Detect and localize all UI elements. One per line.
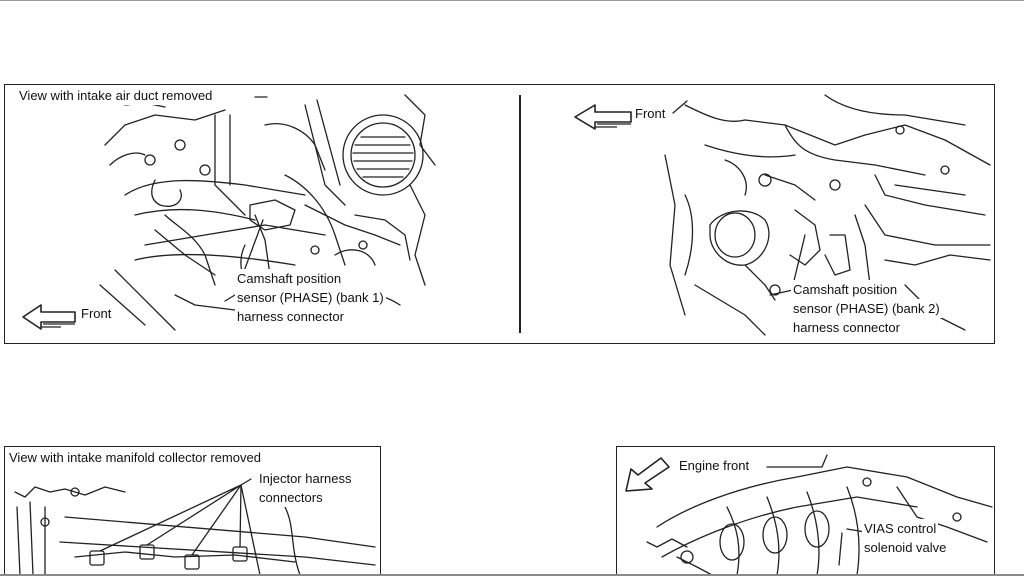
view-divider (519, 95, 521, 333)
vias-line-art (646, 454, 993, 576)
vias-callout-line-2: solenoid valve (862, 538, 949, 557)
bottom-left-diagram-panel: View with intake manifold collector remo… (4, 446, 381, 576)
injector-line-art (14, 478, 376, 576)
right-front-label: Front (633, 104, 668, 123)
right-callout-line-3: harness connector (791, 318, 902, 337)
left-view-caption: View with intake air duct removed (17, 86, 215, 105)
right-callout-line-1: Camshaft position (791, 280, 900, 299)
left-callout-line-2: sensor (PHASE) (bank 1) (235, 288, 386, 307)
bottom-rule (0, 574, 1024, 576)
injector-callout-line-1: Injector harness (257, 469, 354, 488)
engine-front-label: Engine front (677, 456, 752, 475)
left-callout-line-3: harness connector (235, 307, 346, 326)
left-front-label: Front (81, 306, 112, 321)
top-engine-line-art (99, 94, 991, 336)
right-callout-line-2: sensor (PHASE) (bank 2) (791, 299, 942, 318)
top-diagram-panel: View with intake air duct removed Front … (4, 84, 995, 344)
bottom-left-view-caption: View with intake manifold collector remo… (7, 448, 263, 467)
injector-callout-line-2: connectors (257, 488, 325, 507)
bottom-right-diagram-panel: Engine front VIAS control solenoid valve (616, 446, 995, 576)
top-rule (0, 0, 1024, 1)
vias-callout-line-1: VIAS control (862, 519, 939, 538)
left-callout-line-1: Camshaft position (235, 269, 344, 288)
